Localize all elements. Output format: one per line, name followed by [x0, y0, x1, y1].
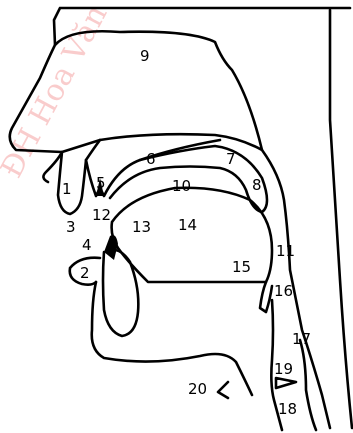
- mandible: [92, 250, 252, 395]
- lower-teeth: [104, 235, 118, 260]
- label-6: 6: [146, 150, 156, 168]
- thyroid-notch: [218, 382, 228, 398]
- label-20: 20: [188, 380, 207, 398]
- label-10: 10: [172, 177, 191, 195]
- label-8: 8: [252, 176, 262, 194]
- neck-back: [330, 10, 352, 428]
- label-7: 7: [226, 150, 236, 168]
- label-11: 11: [276, 242, 295, 260]
- label-5: 5: [96, 174, 106, 192]
- labels: 1 2 3 4 5 6 7 8 9 10 11 12 13 14 15 16 1…: [62, 47, 311, 418]
- label-19: 19: [274, 360, 293, 378]
- watermark: ĐH Hoa Văn: [0, 0, 114, 184]
- label-17: 17: [292, 330, 311, 348]
- label-16: 16: [274, 282, 293, 300]
- label-1: 1: [62, 180, 72, 198]
- label-3: 3: [66, 218, 76, 236]
- label-2: 2: [80, 264, 90, 282]
- watermark-text: ĐH Hoa Văn: [0, 0, 114, 184]
- label-15: 15: [232, 258, 251, 276]
- label-9: 9: [140, 47, 150, 65]
- epiglottis: [260, 282, 272, 312]
- label-12: 12: [92, 206, 111, 224]
- label-13: 13: [132, 218, 151, 236]
- label-18: 18: [278, 400, 297, 418]
- label-14: 14: [178, 216, 197, 234]
- label-4: 4: [82, 236, 92, 254]
- vocal-folds: [276, 378, 296, 388]
